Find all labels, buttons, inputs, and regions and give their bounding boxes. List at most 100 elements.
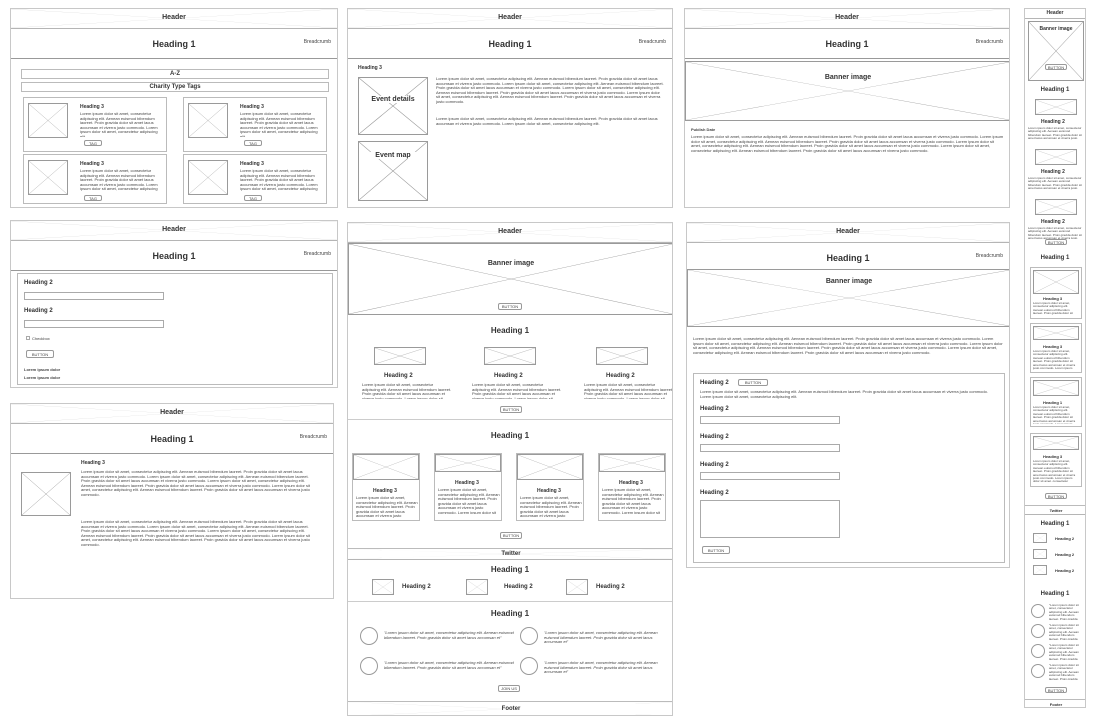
page-title-bar: Heading 1 Breadcrumb bbox=[11, 29, 337, 59]
tag-button[interactable]: TAG bbox=[84, 195, 102, 201]
page-title: Heading 1 bbox=[152, 39, 196, 49]
page-title-bar: Heading 1 Breadcrumb bbox=[11, 241, 337, 271]
wireframe-home-page: Header Banner image BUTTON Heading 1 Hea… bbox=[347, 222, 673, 716]
image-placeholder bbox=[28, 160, 68, 195]
article-body: Lorem ipsum dolor sit amet, consectetur … bbox=[691, 135, 1004, 153]
image-placeholder bbox=[1035, 199, 1077, 215]
charity-card[interactable]: Heading 3 Lorem ipsum dolor sit amet, co… bbox=[23, 154, 167, 204]
image-placeholder bbox=[28, 103, 68, 138]
text-field[interactable] bbox=[700, 416, 840, 424]
image-placeholder bbox=[21, 472, 71, 516]
wireframe-content-page: Header Heading 1 Breadcrumb Heading 3 Lo… bbox=[10, 403, 334, 599]
event-card[interactable]: Heading 3 Lorem ipsum dolor sit amet, co… bbox=[598, 453, 666, 521]
az-filter-bar[interactable]: A-Z bbox=[21, 69, 329, 79]
page-title: Heading 1 bbox=[150, 434, 194, 444]
event-card[interactable]: Heading 3 Lorem ipsum dolor sit amet, co… bbox=[434, 453, 502, 521]
join-button[interactable]: BUTTON bbox=[1045, 687, 1067, 693]
page-title: Heading 1 bbox=[826, 253, 870, 263]
mobile-twitter-bar: Twitter bbox=[1025, 505, 1085, 515]
banner-button[interactable]: BUTTON bbox=[498, 303, 522, 310]
footer-bar: Footer bbox=[348, 701, 672, 715]
image-placeholder bbox=[188, 103, 228, 138]
breadcrumb[interactable]: Breadcrumb bbox=[975, 39, 1003, 45]
wireframe-charity-listing: Header Heading 1 Breadcrumb A-Z Charity … bbox=[10, 8, 338, 208]
card-text: Lorem ipsum dolor sit amet, consectetur … bbox=[80, 112, 158, 137]
mobile-button[interactable]: BUTTON bbox=[1045, 493, 1067, 499]
page-title-bar: Heading 1 Breadcrumb bbox=[685, 29, 1009, 59]
page-title-bar: Heading 1 Breadcrumb bbox=[348, 29, 672, 59]
avatar bbox=[360, 657, 378, 675]
card-text: Lorem ipsum dolor sit amet, consectetur … bbox=[240, 169, 318, 191]
event-details-label: Event details bbox=[359, 96, 427, 103]
checkbox-label: Checkbox bbox=[32, 336, 50, 341]
breadcrumb[interactable]: Breadcrumb bbox=[975, 253, 1003, 259]
event-body-text: Lorem ipsum dolor sit amet, consectetur … bbox=[436, 77, 664, 104]
site-header: Header bbox=[11, 221, 337, 241]
breadcrumb[interactable]: Breadcrumb bbox=[638, 39, 666, 45]
charity-card[interactable]: Heading 3 Lorem ipsum dolor sit amet, co… bbox=[23, 97, 167, 152]
mobile-button[interactable]: BUTTON bbox=[1045, 239, 1067, 245]
banner-label: Banner image bbox=[824, 74, 872, 81]
card-heading: Heading 3 bbox=[240, 104, 264, 110]
section-heading: Heading 1 bbox=[490, 326, 530, 335]
charity-card[interactable]: Heading 3 Lorem ipsum dolor sit amet, co… bbox=[183, 97, 327, 152]
checkbox[interactable] bbox=[26, 336, 30, 340]
event-body-text-2: Lorem ipsum dolor sit amet, consectetur … bbox=[436, 117, 658, 126]
intro-text: Lorem ipsum dolor sit amet, consectetur … bbox=[693, 337, 1003, 355]
submit-button[interactable]: BUTTON bbox=[702, 546, 730, 554]
event-map-image: Event map bbox=[358, 141, 428, 201]
text-field[interactable] bbox=[24, 292, 164, 300]
section-heading: Heading 3 bbox=[81, 460, 105, 466]
page-title: Heading 1 bbox=[825, 39, 869, 49]
header-label: Header bbox=[162, 14, 186, 21]
breadcrumb[interactable]: Breadcrumb bbox=[303, 39, 331, 45]
charity-card[interactable]: Heading 3 Lorem ipsum dolor sit amet, co… bbox=[183, 154, 327, 204]
header-label: Header bbox=[835, 14, 859, 21]
text-field[interactable] bbox=[700, 444, 840, 452]
header-label: Header bbox=[162, 226, 186, 233]
section-heading: Heading 3 bbox=[358, 65, 382, 71]
form-card: Heading 2 Heading 2 Checkbox BUTTON Lore… bbox=[17, 273, 333, 385]
breadcrumb[interactable]: Breadcrumb bbox=[299, 434, 327, 440]
card-text: Lorem ipsum dolor sit amet, consectetur … bbox=[240, 112, 318, 137]
mobile-footer: Footer bbox=[1025, 699, 1085, 707]
mobile-banner: Banner image bbox=[1028, 21, 1084, 81]
event-card[interactable]: Heading 3 Lorem ipsum dolor sit amet, co… bbox=[352, 453, 420, 521]
tag-button[interactable]: TAG bbox=[84, 140, 102, 146]
join-button[interactable]: JOIN US bbox=[498, 685, 520, 692]
event-map-label: Event map bbox=[359, 152, 427, 159]
mobile-card[interactable]: Heading 1 Lorem ipsum dolor sit amet, co… bbox=[1030, 377, 1082, 427]
event-details-image: Event details bbox=[358, 77, 428, 135]
banner-label: Banner image bbox=[487, 260, 535, 267]
header-label: Header bbox=[498, 228, 522, 235]
avatar bbox=[360, 627, 378, 645]
mobile-card[interactable]: Heading 3 Lorem ipsum dolor sit amet, co… bbox=[1030, 267, 1082, 319]
card-text: Lorem ipsum dolor sit amet, consectetur … bbox=[80, 169, 158, 191]
mobile-button[interactable]: BUTTON bbox=[1045, 64, 1067, 70]
avatar bbox=[520, 657, 538, 675]
tag-button[interactable]: TAG bbox=[244, 195, 262, 201]
mobile-heading: Heading 1 bbox=[1040, 87, 1070, 93]
charity-tags-bar[interactable]: Charity Type Tags bbox=[21, 82, 329, 92]
wireframe-event-page: Header Heading 1 Breadcrumb Heading 3 Ev… bbox=[347, 8, 673, 208]
textarea[interactable] bbox=[700, 500, 840, 538]
mobile-card[interactable]: Heading 3 Lorem ipsum dolor sit amet, co… bbox=[1030, 323, 1082, 373]
image-placeholder bbox=[1035, 99, 1077, 115]
banner-image: Banner image bbox=[687, 269, 1009, 327]
wireframe-mobile-page: Header Banner image BUTTON Heading 1 Hea… bbox=[1024, 8, 1086, 708]
header-label: Header bbox=[498, 14, 522, 21]
submit-button[interactable]: BUTTON bbox=[26, 350, 54, 358]
form-label: Heading 2 bbox=[24, 308, 53, 314]
mobile-card[interactable]: Heading 3 Lorem ipsum dolor sit amet, co… bbox=[1030, 433, 1082, 487]
tag-button[interactable]: TAG bbox=[244, 140, 262, 146]
text-field[interactable] bbox=[700, 472, 840, 480]
site-header: Header bbox=[11, 9, 337, 29]
breadcrumb[interactable]: Breadcrumb bbox=[303, 251, 331, 257]
page-title: Heading 1 bbox=[488, 39, 532, 49]
page-title-bar: Heading 1 Breadcrumb bbox=[11, 424, 333, 454]
card-heading: Heading 3 bbox=[80, 161, 104, 167]
text-field[interactable] bbox=[24, 320, 164, 328]
card-heading: Heading 3 bbox=[240, 161, 264, 167]
body-text-2: Lorem ipsum dolor sit amet, consectetur … bbox=[81, 520, 310, 547]
event-card[interactable]: Heading 3 Lorem ipsum dolor sit amet, co… bbox=[516, 453, 584, 521]
